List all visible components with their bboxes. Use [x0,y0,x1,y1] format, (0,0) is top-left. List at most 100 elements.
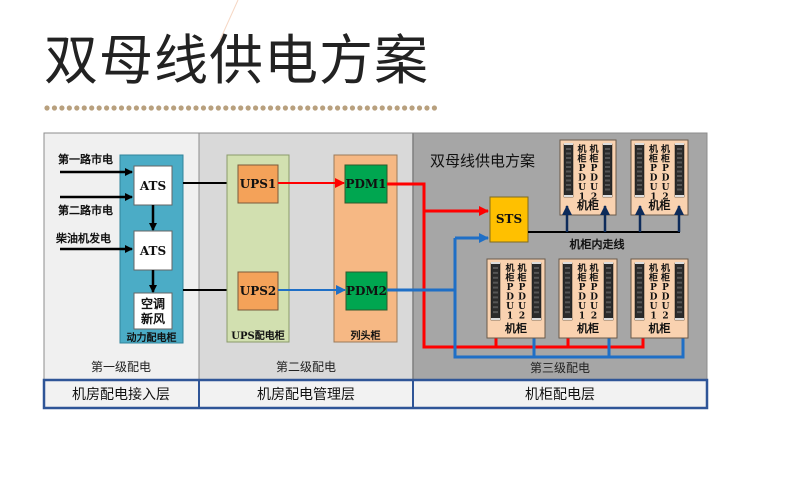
pdu-label-char: 2 [591,193,597,203]
in-rack-wiring-label: 机柜内走线 [570,237,625,251]
pdu-label-char: 柜 [648,153,658,165]
rack-label: 机柜 [505,321,527,335]
sts-switch [489,196,529,243]
pdu-label-char: 柜 [588,272,598,284]
divider-dot [230,105,236,111]
pdu-label-char: U [578,302,586,312]
pdu-label-char: D [662,293,670,303]
sts-label: STS [496,212,522,226]
divider-dot [104,105,110,111]
pdu-strip-icon [634,262,645,321]
ups-2-label: UPS2 [240,284,277,298]
pdu-label-char: D [650,293,658,303]
ats-2-label: ATS [139,244,166,258]
pdu-label-char: 2 [519,312,525,322]
power-cabinet-label: 动力配电柜 [127,331,177,344]
divider-dot [59,105,65,111]
divider-dot [111,105,117,111]
layer-access-label: 机房配电接入层 [72,386,170,403]
level-3-label: 第三级配电 [530,361,590,375]
divider-dot [431,105,437,111]
pdu-label-char: P [662,164,669,174]
divider-dot [200,105,207,111]
pdu-label-char: 1 [507,312,513,322]
divider-dot [305,105,311,111]
pdu-label-char: 机 [577,143,586,155]
pdu-label-char: U [590,183,598,193]
pdu-label-char: 柜 [648,272,658,284]
input-label-utility-2: 第二路市电 [58,203,113,217]
divider-dot [133,105,139,111]
pdu-label-char: U [650,183,658,193]
pdm-2-label: PDM2 [346,284,387,298]
column-head-cabinet-label: 列头柜 [351,329,381,342]
pdu-strip-icon [674,262,685,321]
pdu-label-char: 2 [662,193,668,203]
pdu-label-char: P [662,283,669,293]
pdu-label-char: 机 [649,143,658,155]
pdu-strip-icon [490,262,501,321]
divider-dot [357,105,363,111]
divider-dot [163,105,169,111]
divider-dot [156,105,162,111]
pdu-label-char: D [578,174,586,184]
divider-dot [364,105,370,111]
rack-label: 机柜 [577,198,599,212]
pdu-label-char: P [507,283,514,293]
divider-dot [66,105,72,111]
level-1-label: 第一级配电 [91,360,151,374]
divider-dot [267,105,274,111]
divider-dot [297,105,303,111]
page-title: 双母线供电方案 [44,29,429,92]
level-2-label: 第二级配电 [276,360,336,374]
pdu-label-char: 1 [650,193,656,203]
pdm-2 [345,271,388,311]
pdu-label-char: D [590,174,598,184]
rack-label: 机柜 [649,321,671,335]
pdu-label-char: 机 [505,262,514,274]
input-label-utility-1: 第一路市电 [58,152,113,166]
pdu-label-char: 柜 [576,272,586,284]
divider-dot [253,105,259,111]
pdu-label-char: P [650,283,657,293]
diagram-subtitle: 双母线供电方案 [430,152,535,170]
pdu-label-char: 机 [589,262,598,274]
divider-dot [409,105,415,111]
divider-dot [223,105,229,111]
pdu-label-char: 机 [577,262,586,274]
pdu-label-char: P [519,283,526,293]
divider-dot [312,105,318,111]
pdu-label-char: D [650,174,658,184]
divider-dot [424,105,430,111]
divider-dot [96,105,102,111]
ups-cabinet-label: UPS配电柜 [231,329,284,342]
layer-management-label: 机房配电管理层 [257,387,355,403]
divider-dot [342,105,348,111]
pdu-strip-icon [602,143,613,198]
pdu-label-char: 柜 [588,153,598,165]
divider-dot [81,105,87,111]
pdu-label-char: P [650,164,657,174]
divider-dot [185,105,192,111]
divider-dot [215,105,221,111]
pdu-label-char: U [662,302,670,312]
ups-1 [237,164,279,204]
ups-2 [237,271,279,311]
divider-dot [416,105,423,111]
pdu-label-char: 2 [662,312,668,322]
pdu-strip-icon [562,262,573,321]
divider-dot [118,105,125,111]
hvac-label-1: 空调 [141,296,165,311]
divider-dot [282,105,288,111]
divider-dot [126,105,132,111]
pdu-label-char: 1 [650,312,656,322]
pdu-label-char: 柜 [516,272,526,284]
pdu-strip-icon [674,143,685,198]
pdu-label-char: 机 [589,143,598,155]
pdu-strip-icon [603,262,614,321]
title-dotted-divider [44,105,437,111]
pdu-strip-icon [563,143,574,198]
